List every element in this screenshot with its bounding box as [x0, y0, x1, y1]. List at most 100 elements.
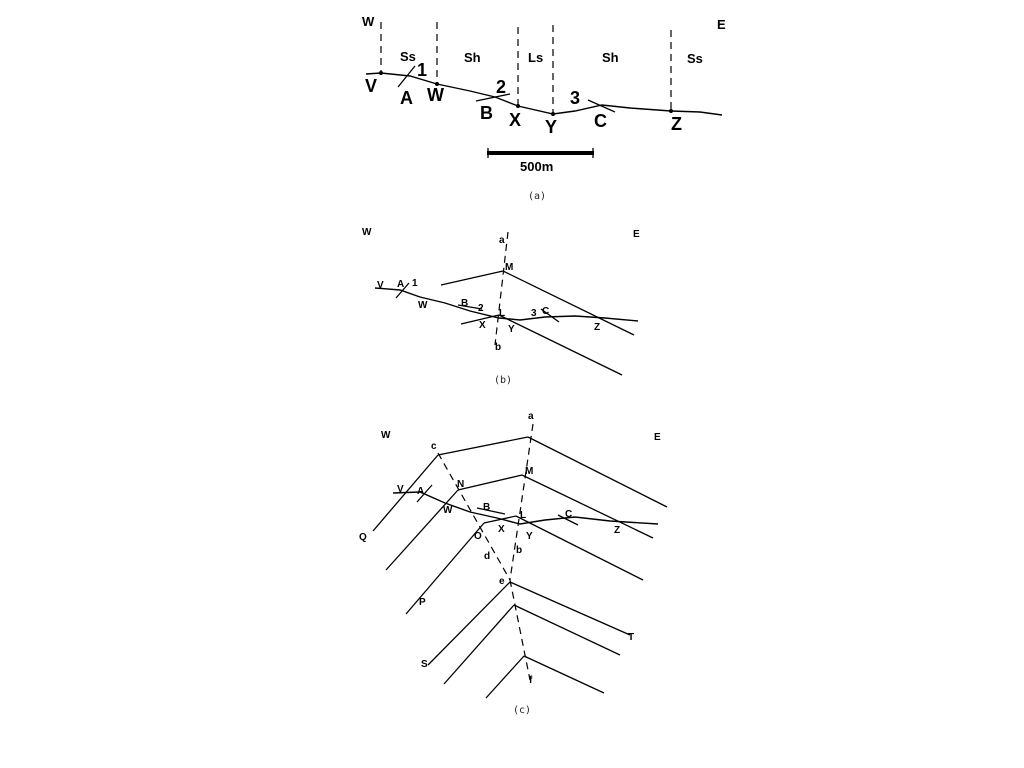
- ground-surface: [365, 72, 723, 116]
- point-y: Y: [526, 531, 533, 542]
- caption-c: (c): [513, 705, 531, 716]
- station-dot: [435, 82, 439, 86]
- point-b-lower: b: [516, 545, 522, 556]
- axial-trace-ef: [509, 579, 531, 681]
- panel-c: W E a c M N V A: [359, 411, 668, 716]
- point-y: Y: [545, 117, 557, 137]
- point-z: Z: [594, 322, 600, 333]
- point-m: M: [505, 262, 513, 273]
- point-l: L: [499, 308, 505, 319]
- fold-layer: [443, 604, 515, 685]
- dip-number-1: 1: [417, 60, 427, 80]
- caption-b: (b): [494, 375, 512, 386]
- unit-label: Ss: [400, 49, 416, 64]
- point-a: A: [397, 279, 404, 290]
- point-c: C: [542, 306, 549, 317]
- dip-number-2: 2: [478, 303, 484, 314]
- point-c: C: [565, 509, 572, 520]
- ground-surface-b: [374, 287, 639, 322]
- fold-layer: [427, 581, 511, 666]
- dip-number-3: 3: [531, 308, 537, 319]
- point-c: C: [594, 111, 607, 131]
- panel-a-west-label: W: [362, 14, 375, 29]
- station-dot: [551, 112, 555, 116]
- fold-layer: [509, 581, 631, 636]
- fold-layer: [457, 474, 523, 491]
- point-v: V: [377, 280, 384, 291]
- point-b: B: [480, 103, 493, 123]
- point-f: f: [529, 675, 533, 686]
- point-x: X: [498, 524, 505, 535]
- point-b-lower: b: [495, 342, 501, 353]
- point-c-lower: c: [431, 441, 437, 452]
- point-n: N: [457, 479, 464, 490]
- point-w: W: [418, 300, 428, 311]
- point-a: A: [417, 486, 424, 497]
- west-limb: [405, 522, 485, 615]
- dip-tick-2: [475, 93, 511, 102]
- point-b: B: [483, 502, 490, 513]
- fold-layer: [523, 655, 605, 694]
- dip-tick-3: [540, 308, 560, 323]
- dip-tick-3: [587, 99, 616, 113]
- unit-label: Ls: [528, 50, 543, 65]
- panel-a-east-label: E: [717, 17, 726, 32]
- panel-a: W E Ss Sh Ls Sh Ss 1 2 3 V A W B: [362, 14, 726, 202]
- dip-tick: [476, 507, 506, 515]
- dip-tick: [416, 484, 433, 503]
- unit-label: Ss: [687, 51, 703, 66]
- station-dot: [379, 71, 383, 75]
- dip-number-1: 1: [412, 278, 418, 289]
- fold-layer: [485, 655, 525, 699]
- point-e: e: [499, 576, 505, 587]
- point-x: X: [479, 320, 486, 331]
- dip-tick-1: [397, 65, 416, 88]
- panel-c-east-label: E: [654, 432, 661, 443]
- point-o: O: [474, 531, 482, 542]
- panel-c-west-label: W: [381, 430, 391, 441]
- point-d: d: [484, 551, 490, 562]
- point-a-lower: a: [499, 235, 505, 246]
- panel-b-east-label: E: [633, 229, 640, 240]
- dip-tick: [557, 514, 579, 526]
- west-limb: [385, 489, 459, 571]
- point-x: X: [509, 110, 521, 130]
- fold-layer: [513, 604, 621, 656]
- panel-b: W E a M V A 1 W B 2 L 3 C X Y Z b (b): [362, 227, 640, 386]
- dip-number-2: 2: [496, 77, 506, 97]
- east-limb-upper: [502, 270, 635, 336]
- caption-a: (a): [528, 191, 546, 202]
- station-dot: [669, 109, 673, 113]
- dip-tick-2: [457, 304, 483, 310]
- point-z: Z: [614, 525, 620, 536]
- dip-tick-1: [395, 282, 410, 299]
- point-a-lower: a: [528, 411, 534, 422]
- point-a: A: [400, 88, 413, 108]
- point-m: M: [525, 466, 533, 477]
- point-v: V: [365, 76, 377, 96]
- point-p: P: [419, 597, 426, 608]
- fold-layer: [437, 436, 529, 456]
- point-w: W: [443, 505, 453, 516]
- axial-trace-ab: [494, 231, 509, 346]
- point-w: W: [427, 85, 444, 105]
- axial-trace-ab: [509, 423, 534, 581]
- point-z: Z: [671, 114, 682, 134]
- point-t: T: [628, 632, 634, 643]
- scale-label: 500m: [520, 159, 553, 174]
- point-v: V: [397, 484, 404, 495]
- point-q: Q: [359, 532, 367, 543]
- west-limb-upper: [440, 270, 504, 286]
- east-limb-lower: [498, 314, 623, 376]
- fold-layer: [515, 515, 644, 581]
- fold-layer: [521, 474, 654, 539]
- fold-layer: [527, 436, 668, 508]
- point-y: Y: [508, 324, 515, 335]
- dip-number-3: 3: [570, 88, 580, 108]
- point-l: L: [520, 510, 526, 521]
- point-s: S: [421, 659, 428, 670]
- point-b: B: [461, 298, 468, 309]
- station-dot: [516, 104, 520, 108]
- panel-b-west-label: W: [362, 227, 372, 238]
